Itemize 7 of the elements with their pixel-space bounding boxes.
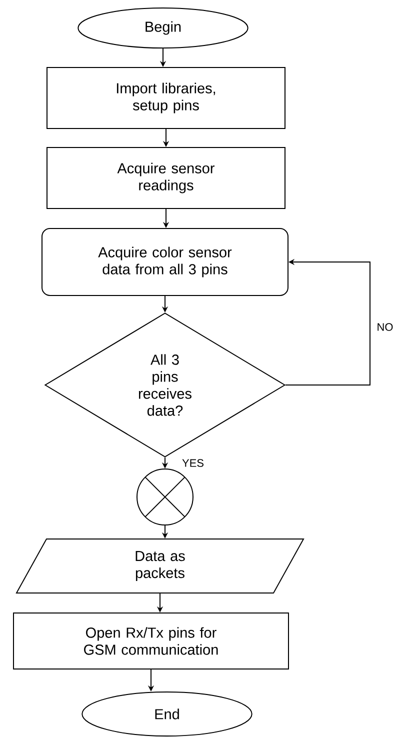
- process-box: Open Rx/Tx pins for GSM communication: [13, 612, 289, 670]
- connector-circle: [136, 468, 194, 526]
- edge-label: NO: [378, 323, 393, 331]
- process-box: Acquire color sensor data from all 3 pins: [42, 228, 288, 296]
- process-box: Import libraries, setup pins: [46, 67, 286, 129]
- process-box: Acquire sensor readings: [46, 147, 286, 209]
- edge-label: YES: [182, 459, 204, 467]
